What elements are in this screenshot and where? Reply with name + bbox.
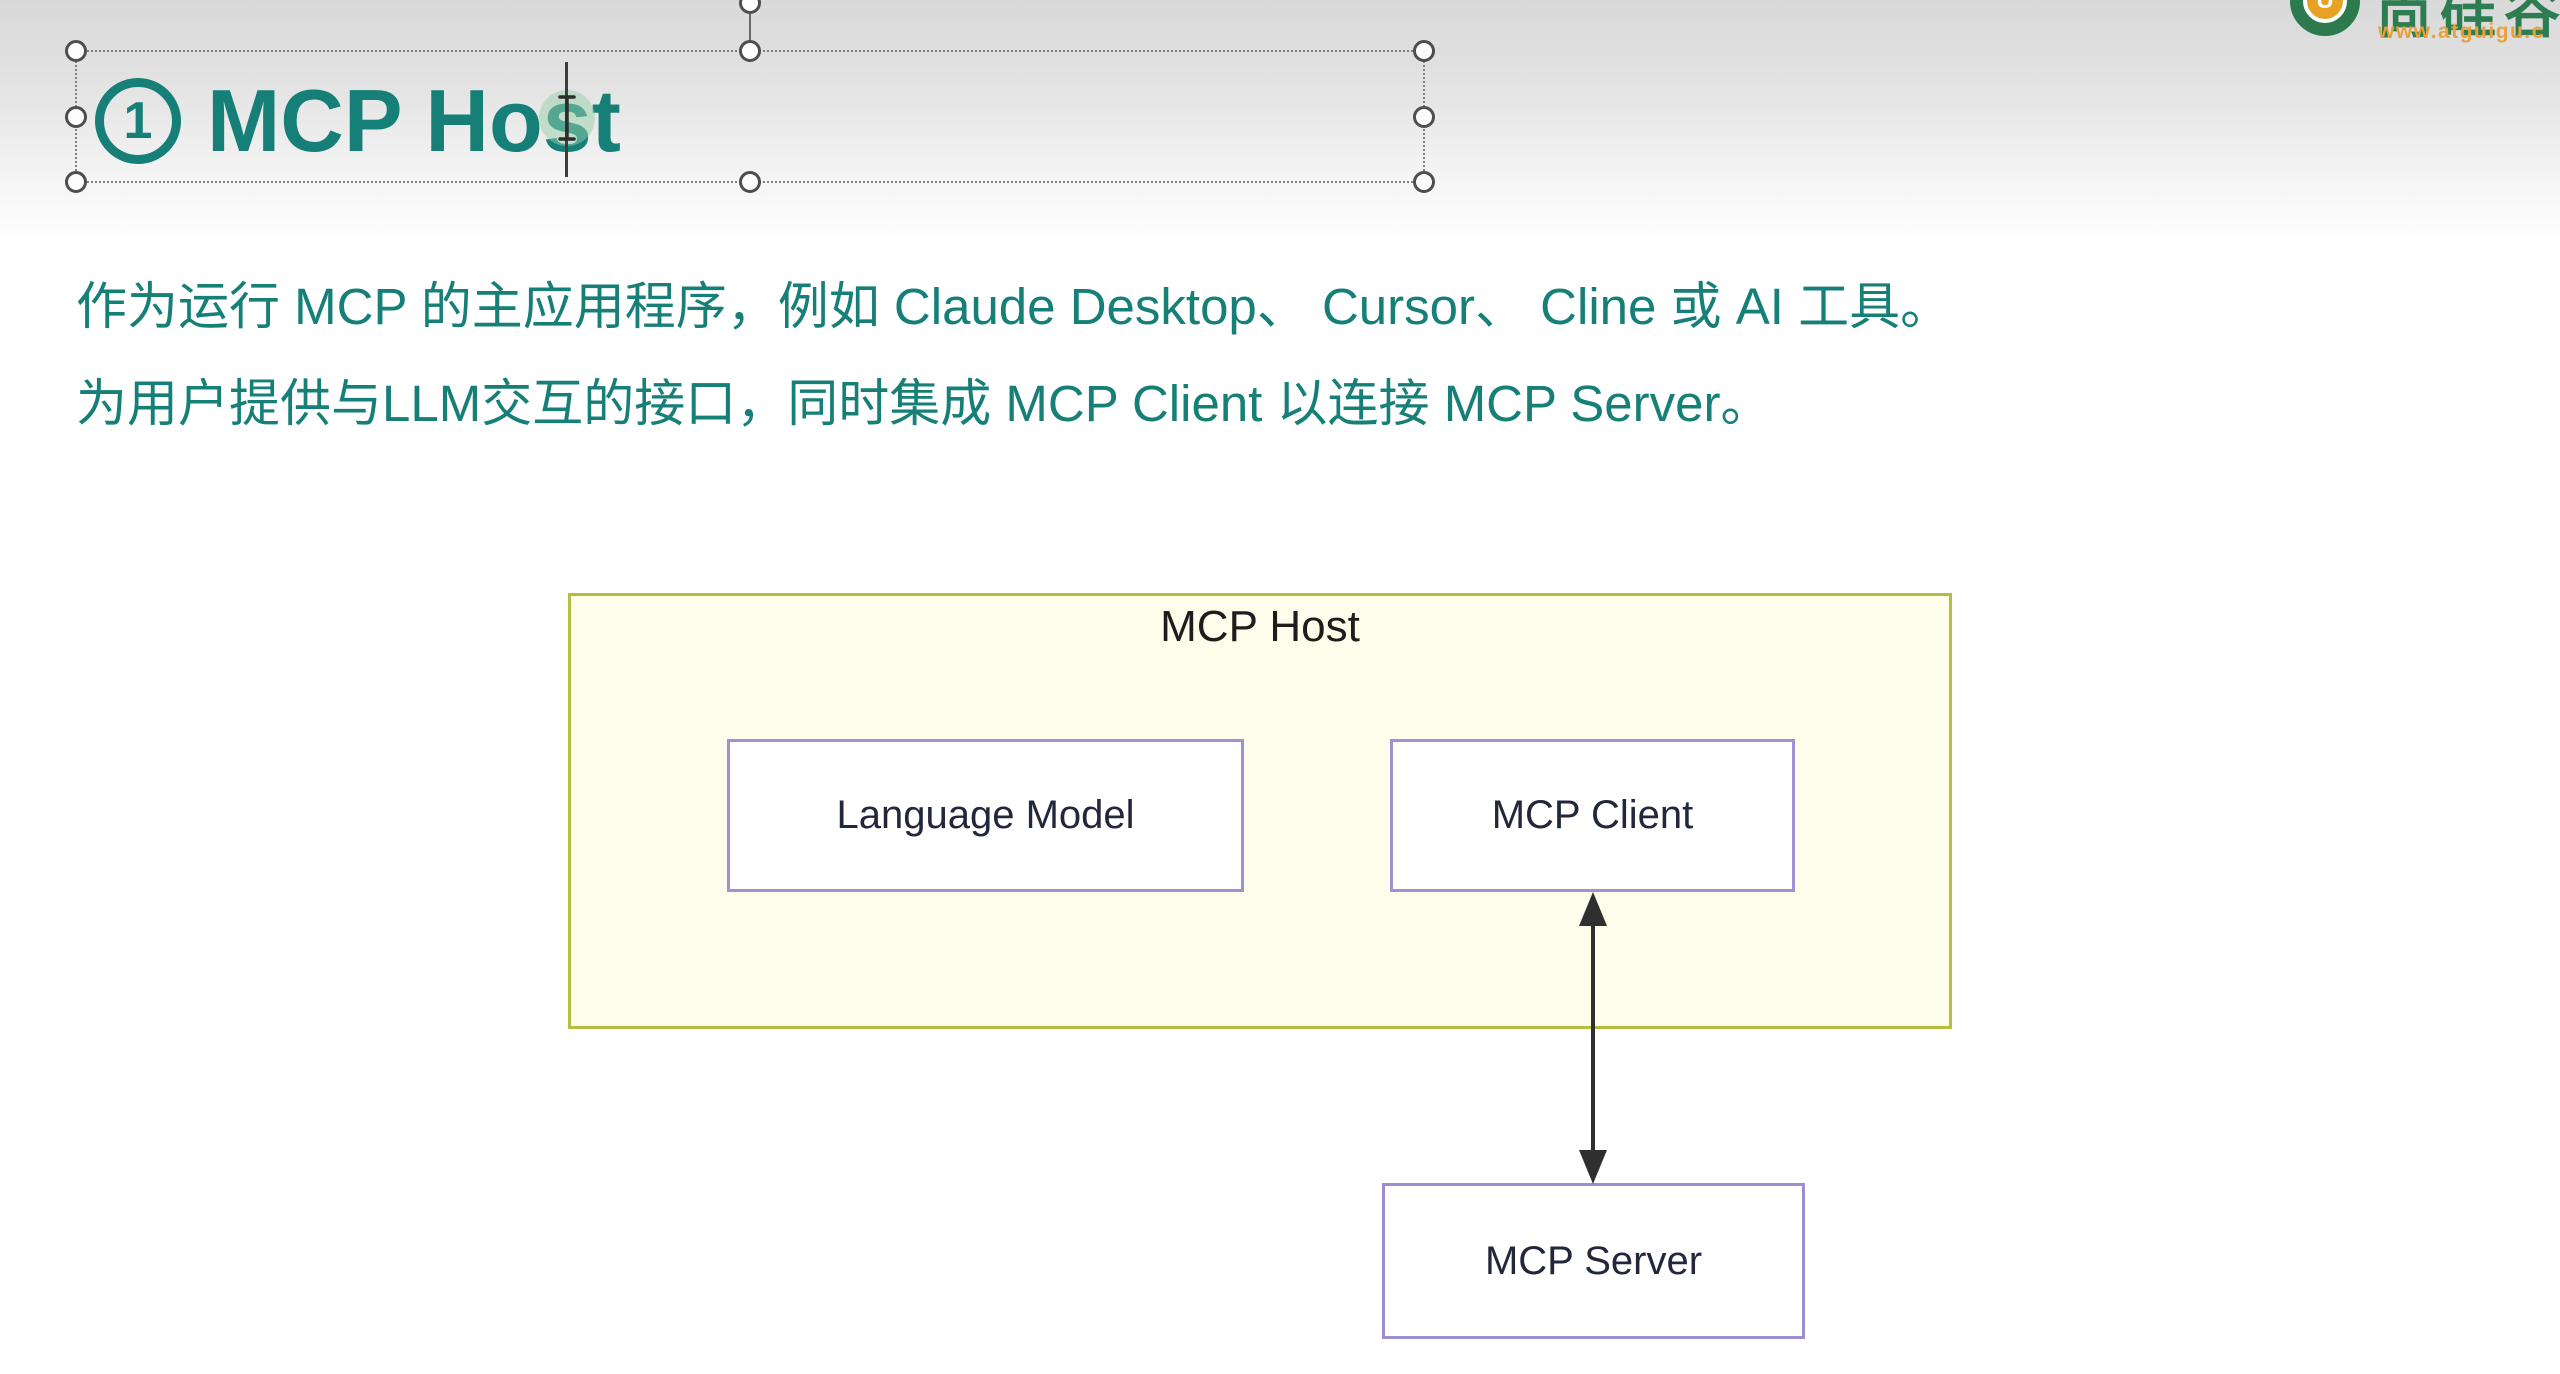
logo-brand-text: 尚硅谷 (2376, 0, 2560, 44)
language-model-node[interactable]: Language Model (727, 739, 1244, 892)
description-textbox[interactable]: 作为运行 MCP 的主应用程序，例如 Claude Desktop、 Curso… (76, 258, 1951, 452)
selection-handle-bottom-left[interactable] (65, 171, 87, 193)
logo-monogram: U (2307, 0, 2343, 19)
selection-handle-middle-left[interactable] (65, 105, 87, 128)
selection-handle-top-right[interactable] (1413, 40, 1435, 62)
selection-handle-middle-right[interactable] (1413, 105, 1435, 128)
selection-handle-bottom-right[interactable] (1413, 171, 1435, 193)
circled-number-icon: 1 (95, 78, 181, 164)
mcp-host-label: MCP Host (1160, 602, 1360, 651)
rotation-handle[interactable] (739, 0, 761, 14)
mcp-server-label: MCP Server (1484, 1238, 1703, 1283)
logo-url-text: www.atguigu.c (2378, 20, 2545, 43)
mcp-server-node[interactable]: MCP Server (1382, 1183, 1805, 1339)
selection-handle-top-left[interactable] (65, 40, 87, 62)
description-line-2: 为用户提供与LLM交互的接口，同时集成 MCP Client 以连接 MCP S… (76, 375, 1772, 432)
rotation-handle-line (749, 14, 751, 52)
selection-handle-bottom-middle[interactable] (739, 171, 761, 193)
atguigu-logo-icon: U (2290, 0, 2360, 36)
client-server-arrow[interactable] (1563, 888, 1623, 1188)
ibeam-cursor-icon (558, 95, 576, 141)
mcp-client-node[interactable]: MCP Client (1390, 739, 1795, 892)
selection-handle-top-middle[interactable] (739, 40, 761, 62)
title-selection-box[interactable] (65, 0, 1435, 193)
description-line-1: 作为运行 MCP 的主应用程序，例如 Claude Desktop、 Curso… (76, 278, 1952, 335)
language-model-label: Language Model (836, 793, 1135, 837)
mcp-client-label: MCP Client (1491, 793, 1694, 837)
